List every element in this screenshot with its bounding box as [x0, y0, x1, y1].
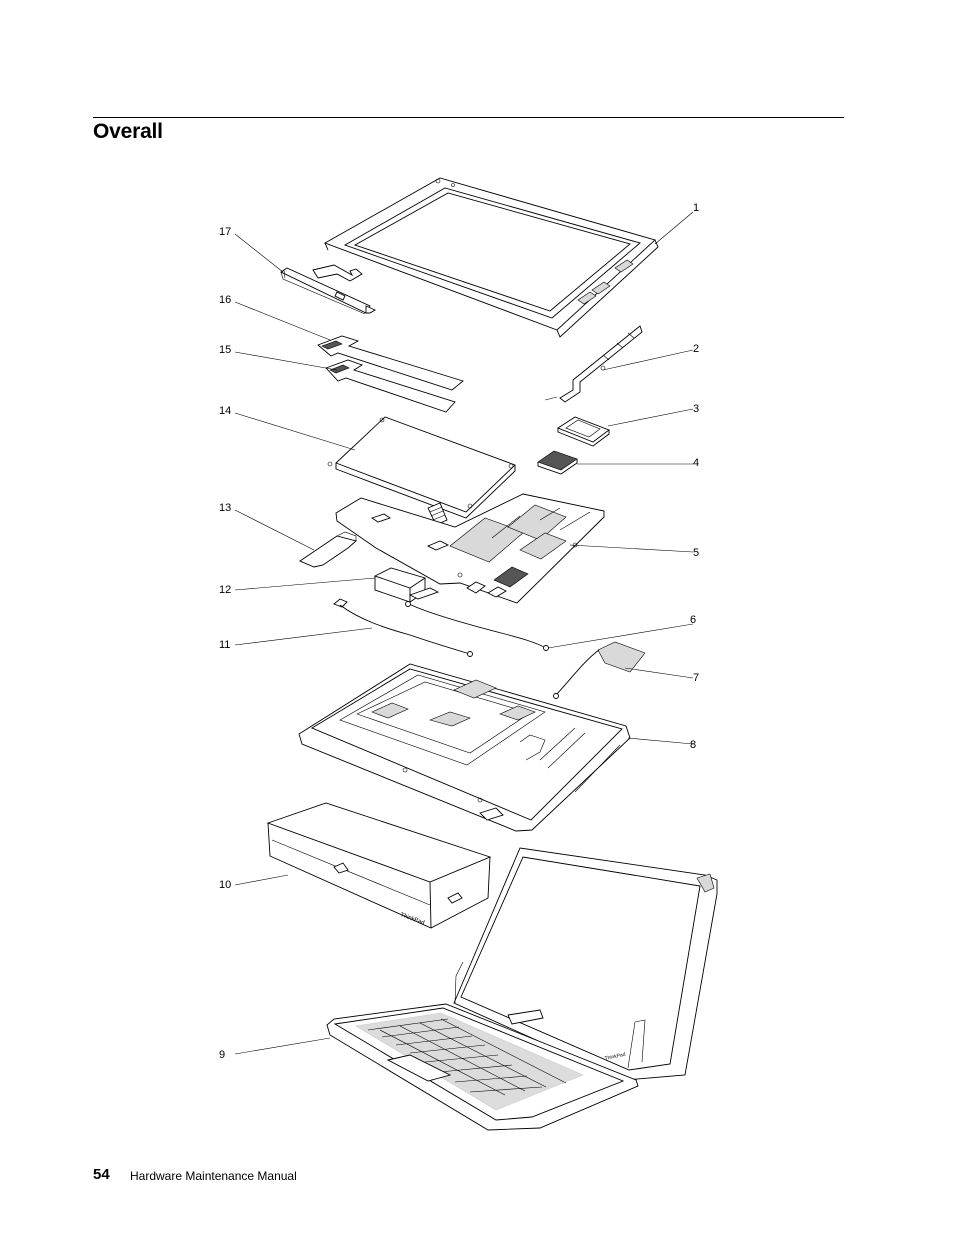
callout-10: 10	[219, 879, 231, 891]
callout-17: 17	[219, 226, 231, 238]
callout-1: 1	[693, 202, 699, 214]
part-card-3	[557, 416, 610, 447]
callout-9: 9	[219, 1049, 225, 1061]
page-number: 54	[93, 1166, 110, 1183]
callout-13: 13	[219, 502, 231, 514]
callout-16: 16	[219, 294, 231, 306]
header-rule	[93, 117, 844, 118]
part-dock: ThinkPad	[266, 802, 492, 929]
callout-15: 15	[219, 344, 231, 356]
part-antenna-7	[553, 641, 646, 699]
part-pen	[280, 264, 376, 315]
callout-leaders	[234, 211, 694, 1055]
part-display-assembly	[323, 177, 659, 338]
callout-6: 6	[690, 614, 696, 626]
part-card-4	[537, 450, 578, 475]
callout-numbers: 1 2 3 4 5 6 7 8 9 10 11 12 13 14 15 16 1…	[219, 202, 699, 1061]
callout-11: 11	[219, 639, 230, 651]
svg-text:ThinkPad: ThinkPad	[399, 912, 425, 926]
part-battery	[327, 416, 516, 526]
part-cable-15	[325, 359, 456, 413]
callout-5: 5	[693, 547, 699, 559]
part-keyboard-folio: ThinkPad	[326, 847, 718, 1131]
part-antenna-cables	[333, 598, 549, 657]
part-base-cover	[298, 663, 631, 832]
svg-text:ThinkPad: ThinkPad	[604, 1052, 626, 1062]
callout-12: 12	[219, 584, 231, 596]
part-speaker	[373, 567, 440, 603]
part-bracket	[544, 325, 643, 403]
section-title: Overall	[93, 120, 163, 143]
callout-14: 14	[219, 405, 231, 417]
callout-7: 7	[693, 672, 699, 684]
callout-2: 2	[693, 343, 699, 355]
callout-3: 3	[693, 403, 699, 415]
part-cable-16	[317, 335, 464, 391]
callout-4: 4	[693, 457, 699, 469]
part-flex-cable	[299, 531, 357, 568]
callout-8: 8	[690, 739, 696, 751]
part-system-board	[335, 493, 605, 604]
footer-title: Hardware Maintenance Manual	[130, 1169, 297, 1183]
